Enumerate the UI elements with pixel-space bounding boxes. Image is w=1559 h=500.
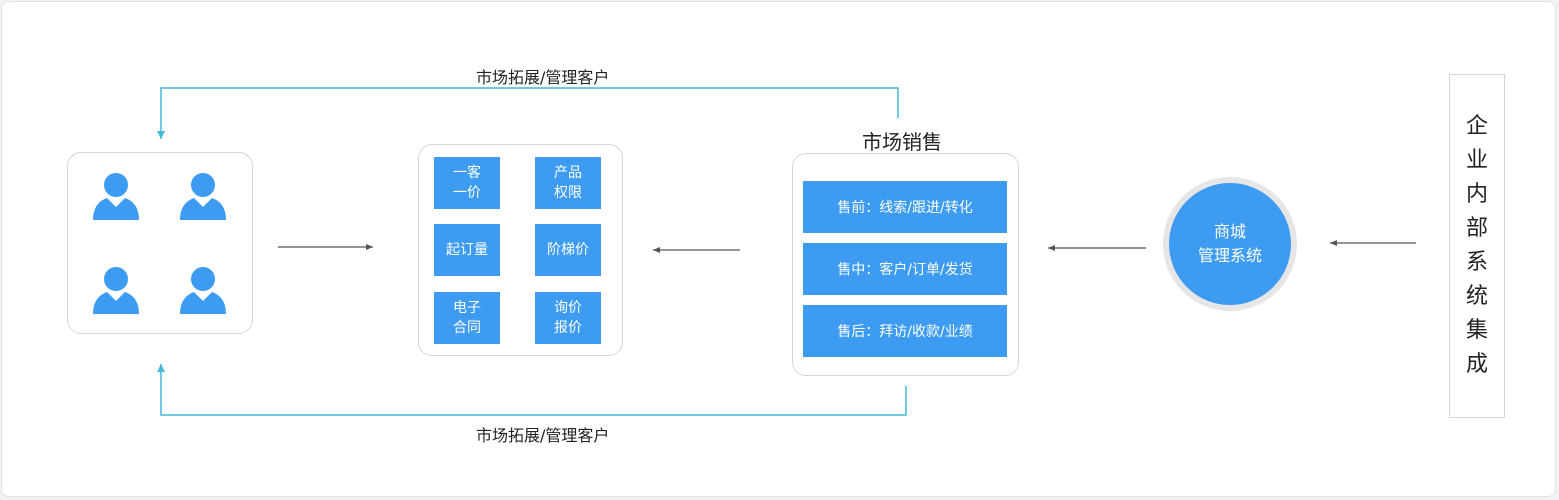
tile-line: 一价 [453,185,481,201]
bottom-loop-label: 市场拓展/管理客户 [476,426,610,445]
tile-line: 产品 [554,165,582,181]
sales-title: 市场销售 [862,130,942,154]
tile-line: 电子 [453,300,481,316]
tile-line: 权限 [554,185,582,201]
mall-system-node: 商城 管理系统 [1163,177,1297,311]
user-icon [93,267,139,314]
integration-label: 企业内部系统集成 [1465,114,1488,377]
user-icon [93,173,139,220]
user-icon [180,267,226,314]
tile-line: 一客 [453,165,481,181]
sales-stage-pre: 售前：线索/跟进/转化 [803,181,1007,233]
integration-box: 企业内部系统集成 [1449,74,1505,418]
top-loop-connector [157,87,899,139]
mall-system-circle: 商城 管理系统 [1169,183,1291,305]
feature-tile-one-price: 一客 一价 [434,157,500,209]
tile-line: 合同 [453,320,481,336]
tile-line: 报价 [554,320,582,336]
sales-stage-mid: 售中：客户/订单/发货 [803,243,1007,295]
user-icon [180,173,226,220]
mall-line-1: 商城 [1213,222,1246,241]
feature-tile-tier-price: 阶梯价 [535,224,601,276]
sales-stage-post: 售后：拜访/收款/业绩 [803,305,1007,357]
bottom-loop-connector [157,364,907,416]
top-loop-label: 市场拓展/管理客户 [476,68,610,87]
feature-tile-inquiry-quote: 询价 报价 [535,292,601,344]
tile-line: 起订量 [446,242,488,258]
tile-line: 阶梯价 [547,242,589,258]
feature-tile-min-order: 起订量 [434,224,500,276]
feature-tile-e-contract: 电子 合同 [434,292,500,344]
mall-line-2: 管理系统 [1197,246,1262,265]
tile-line: 询价 [554,300,582,316]
customers-panel [67,152,253,334]
feature-tile-product-permission: 产品 权限 [535,157,601,209]
